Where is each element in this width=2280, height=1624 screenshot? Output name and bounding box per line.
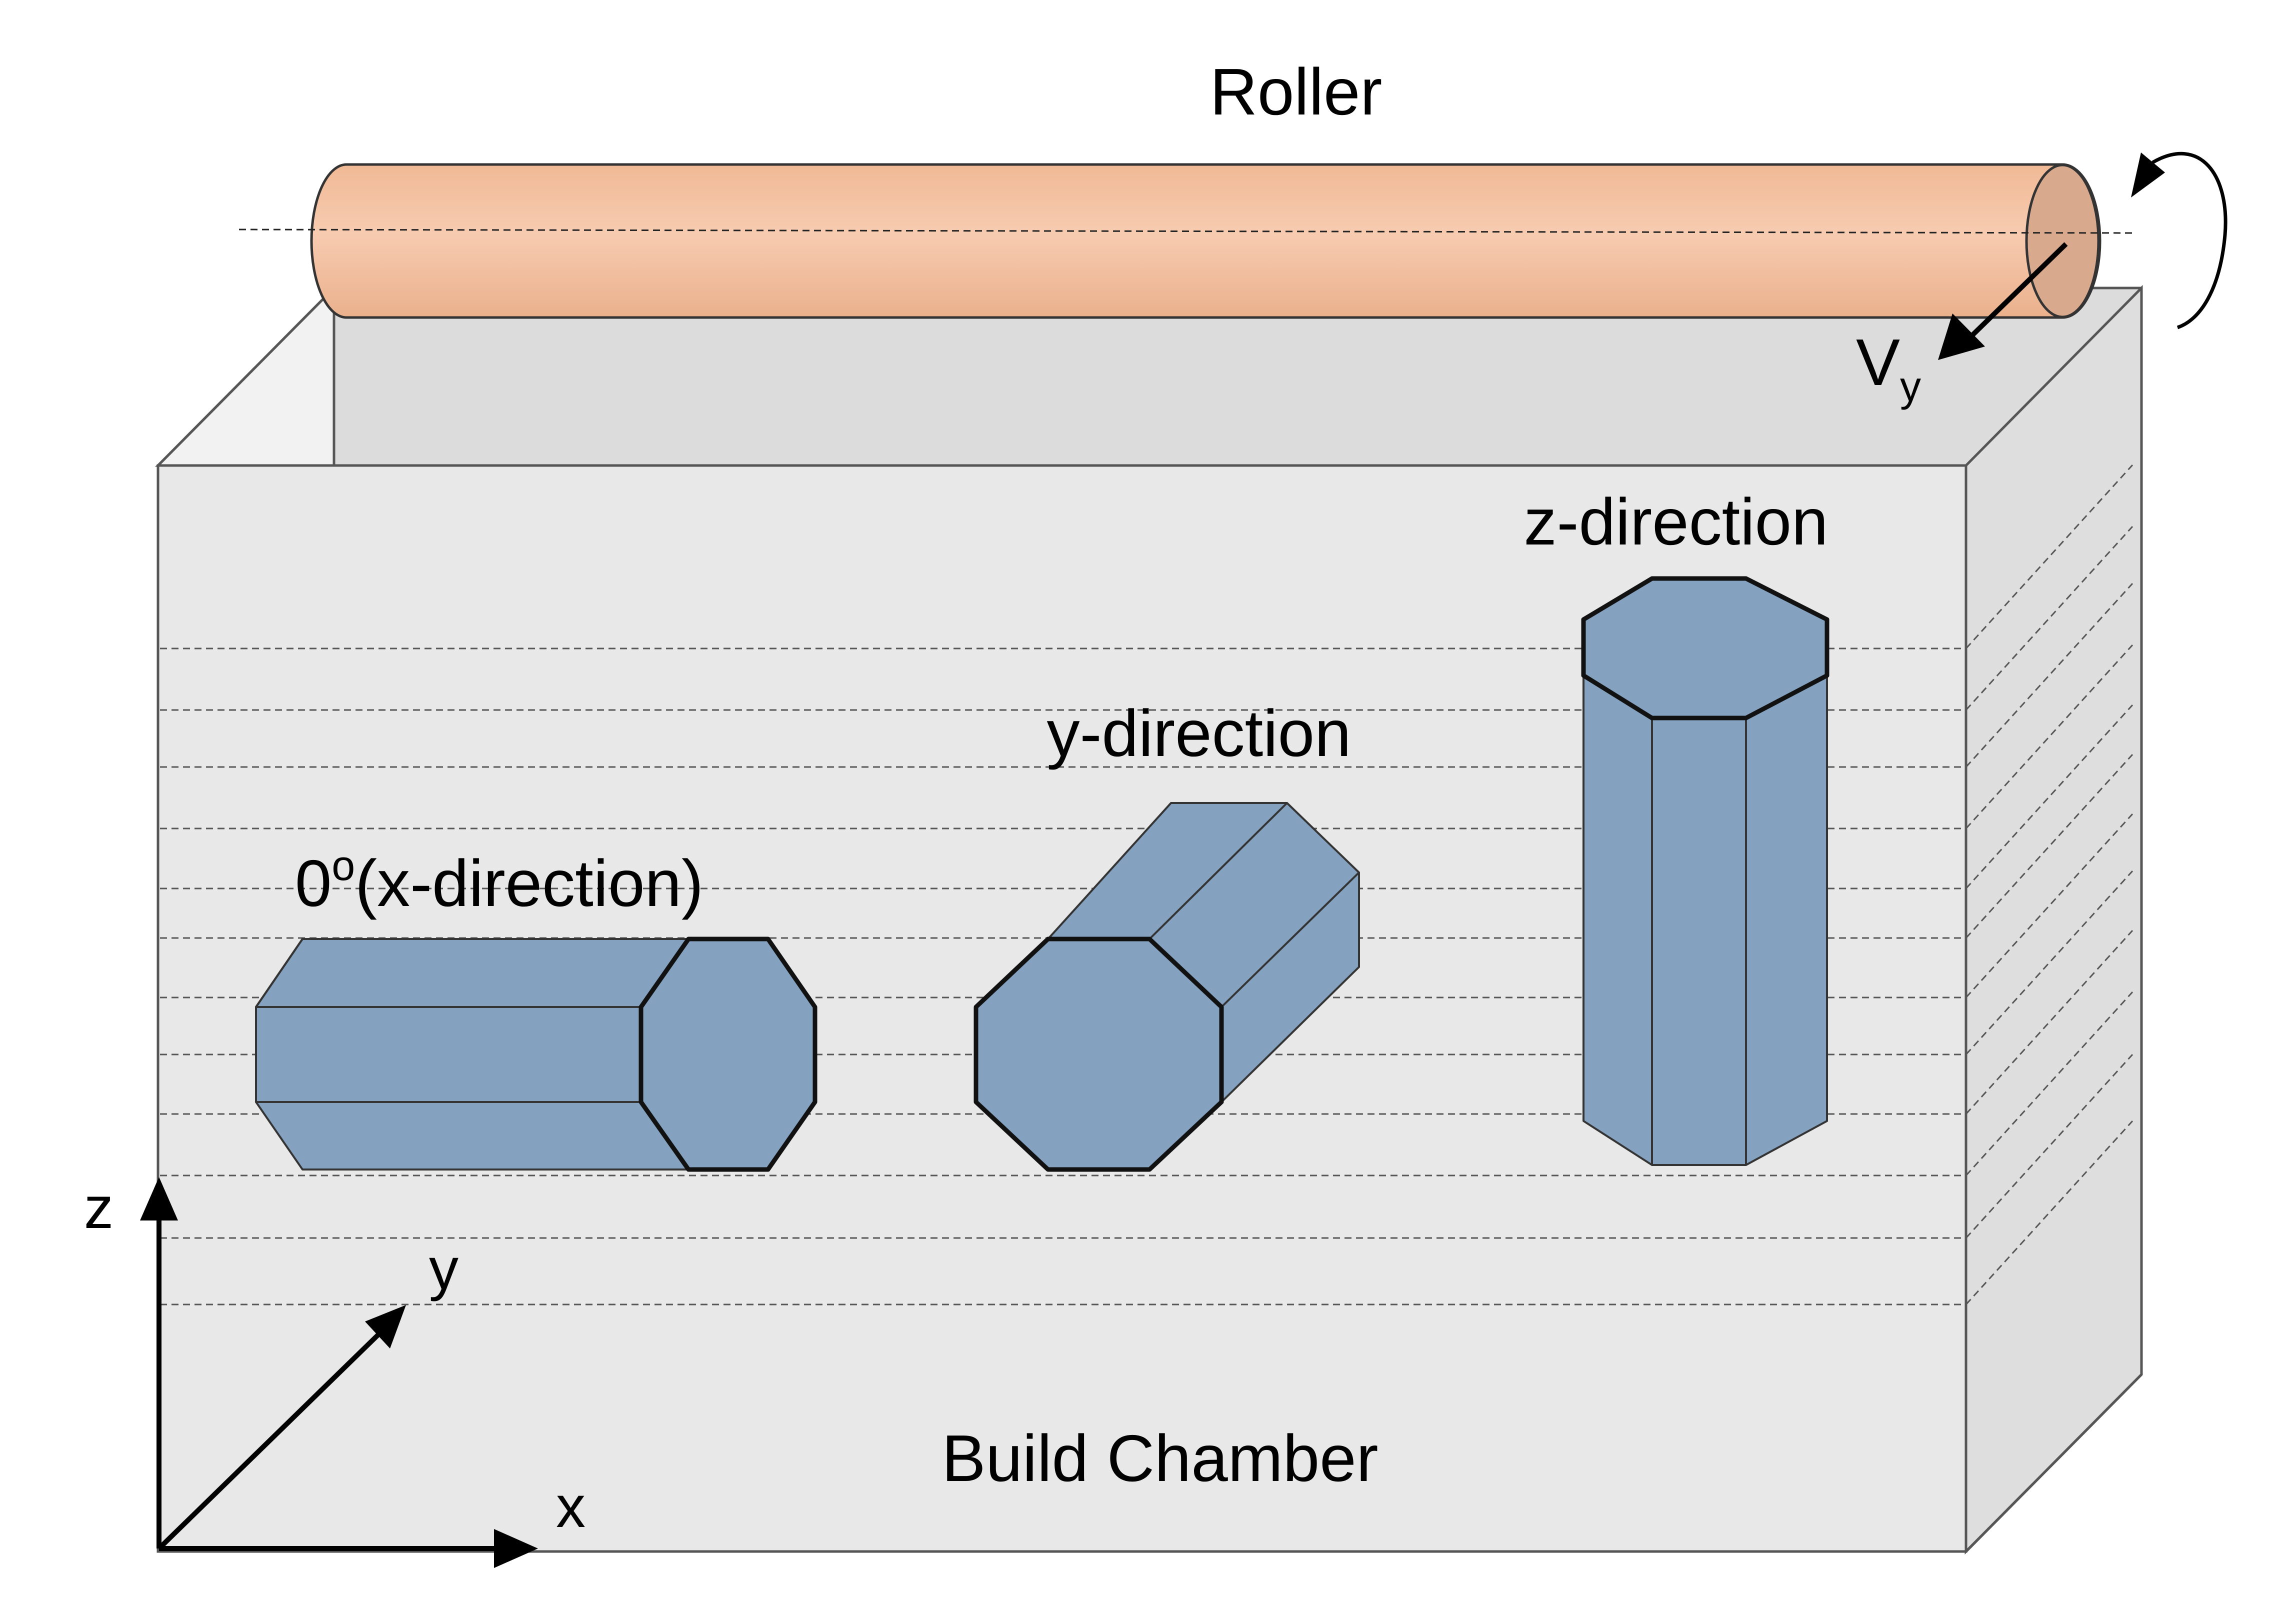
velocity-label-sub: y bbox=[1900, 363, 1921, 410]
specimen-y-direction bbox=[974, 802, 1360, 1172]
chamber-side-face bbox=[1964, 284, 2143, 1555]
x-direction-label-rest: (x-direction) bbox=[355, 846, 704, 920]
roller-label: Roller bbox=[1210, 55, 1382, 128]
chamber-edge-bottom-right bbox=[1965, 1374, 2142, 1552]
z-axis-label: z bbox=[84, 1175, 114, 1241]
y-direction-label: y-direction bbox=[1047, 696, 1352, 770]
y-axis-line bbox=[157, 1331, 382, 1550]
specimen-z-end-face bbox=[1581, 576, 1830, 720]
x-direction-label: 0o(x-direction) bbox=[295, 842, 704, 920]
velocity-label-main: V bbox=[1856, 326, 1900, 399]
build-chamber-label: Build Chamber bbox=[942, 1422, 1378, 1495]
specimen-x-direction bbox=[255, 936, 818, 1172]
y-axis-arrowhead bbox=[365, 1305, 406, 1348]
x-direction-label-prefix: 0 bbox=[295, 846, 332, 920]
specimen-x-end-face bbox=[638, 936, 818, 1172]
z-direction-label: z-direction bbox=[1524, 485, 1828, 558]
diagonal-arrow-icon bbox=[1938, 242, 2068, 360]
roller bbox=[238, 163, 2136, 319]
y-axis-label: y bbox=[429, 1236, 458, 1302]
curved-rotation-arrow-icon bbox=[2131, 152, 2228, 330]
x-direction-label-sup: o bbox=[332, 842, 355, 889]
specimen-y-end-face bbox=[974, 936, 1224, 1172]
z-axis-arrowhead bbox=[140, 1177, 178, 1220]
side-layer-lines bbox=[1965, 464, 2134, 1306]
roller-axis-line bbox=[238, 228, 2136, 234]
chamber-edge-top-left bbox=[157, 287, 335, 466]
roller-end-cap bbox=[2025, 164, 2100, 318]
coordinate-axes bbox=[140, 1177, 538, 1568]
velocity-label: Vy bbox=[1856, 326, 1921, 410]
x-axis-label: x bbox=[556, 1474, 586, 1540]
specimen-z-direction bbox=[1581, 576, 1830, 1166]
x-axis-arrowhead bbox=[494, 1529, 538, 1568]
roller-body bbox=[310, 163, 2102, 319]
